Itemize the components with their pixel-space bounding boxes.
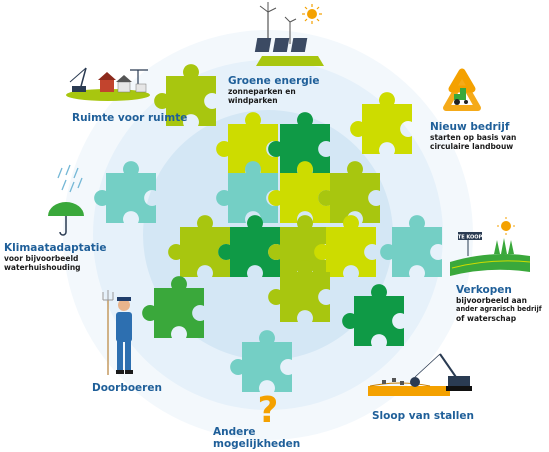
sloop-label: Sloop van stallen (372, 410, 474, 422)
verkopen-title: Verkopen (456, 284, 512, 296)
nieuw-bedrijf-sub-1: starten op basis van (430, 133, 517, 142)
rain-umbrella-icon (48, 164, 84, 236)
for-sale-sign: TE KOOP (458, 235, 483, 241)
nieuw-bedrijf-label: Nieuw bedrijf starten op basis van circu… (430, 121, 516, 151)
crane-houses-icon (66, 67, 150, 101)
verkopen-sub-2: ander agrarisch bedrijf (456, 305, 542, 313)
groene-energie-sub-1: zonneparken en (228, 87, 296, 96)
doorboeren-label: Doorboeren (92, 382, 162, 394)
sloop-title: Sloop van stallen (372, 410, 474, 422)
andere-title-2: mogelijkheden (213, 438, 301, 450)
recycle-tractor-icon (443, 68, 481, 111)
for-sale-field-icon: TE KOOP (450, 217, 531, 276)
groene-energie-sub-2: windparken (228, 96, 278, 105)
farmer-icon (102, 290, 133, 375)
demolition-crane-icon (368, 353, 472, 396)
groene-energie-label: Groene energie zonneparken en windparken (228, 75, 320, 105)
doorboeren-title: Doorboeren (92, 382, 162, 394)
groene-energie-title: Groene energie (228, 75, 320, 87)
wind-solar-icon (254, 2, 324, 66)
klimaat-title: Klimaatadaptatie (4, 242, 107, 254)
ruimte-label: Ruimte voor ruimte (72, 112, 187, 124)
andere-title-1: Andere (213, 426, 256, 438)
nieuw-bedrijf-title: Nieuw bedrijf (430, 121, 510, 133)
nieuw-bedrijf-sub-2: circulaire landbouw (430, 142, 514, 151)
ruimte-title: Ruimte voor ruimte (72, 112, 188, 124)
klimaat-sub-1: voor bijvoorbeeld (4, 254, 79, 263)
klimaat-sub-2: waterhuishouding (4, 263, 81, 272)
verkopen-label: Verkopen bijvoorbeeld aan ander agrarisc… (456, 284, 542, 323)
klimaat-label: Klimaatadaptatie voor bijvoorbeeld water… (4, 242, 107, 272)
question-mark-icon: ? (258, 390, 279, 431)
verkopen-sub-1: bijvoorbeeld aan (456, 296, 527, 305)
andere-label: Andere mogelijkheden (213, 426, 300, 450)
verkopen-sub-3: of waterschap (456, 314, 517, 323)
